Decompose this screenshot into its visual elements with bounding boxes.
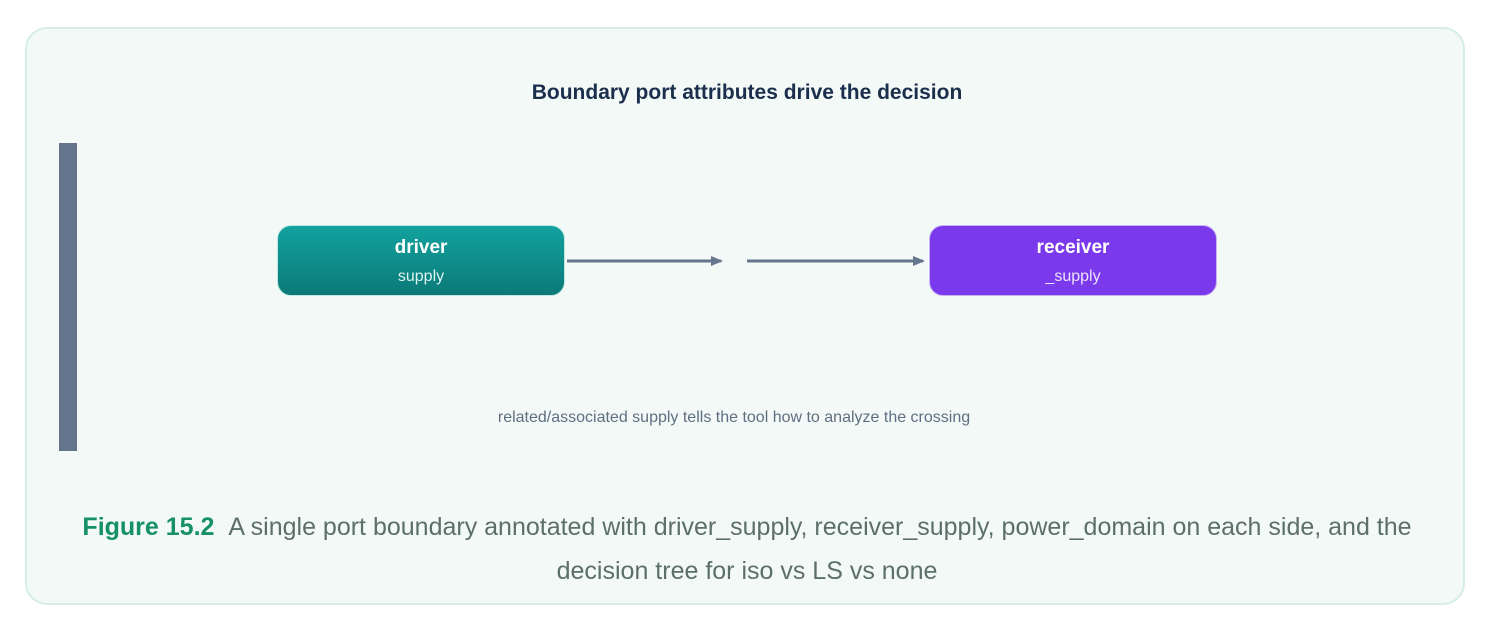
figure-card: Boundary port attributes drive the decis… [25, 27, 1465, 605]
driver-node: driver supply [277, 225, 565, 296]
figure-caption-label: Figure 15.2 [82, 513, 215, 541]
driver-node-supply: supply [397, 268, 445, 285]
receiver-node-supply: _supply [1045, 268, 1101, 285]
diagram-title: Boundary port attributes drive the decis… [531, 81, 963, 104]
figure-caption-text: A single port boundary annotated with dr… [228, 513, 1412, 585]
domain-boundary-bar [59, 143, 77, 451]
receiver-node-name: receiver [1036, 237, 1110, 258]
receiver-node: receiver _supply [929, 225, 1217, 296]
figure-caption: Figure 15.2 A single port boundary annota… [57, 505, 1437, 593]
driver-node-name: driver [394, 237, 448, 258]
diagram-note: related/associated supply tells the tool… [497, 409, 971, 426]
connector-arrows [567, 256, 925, 266]
